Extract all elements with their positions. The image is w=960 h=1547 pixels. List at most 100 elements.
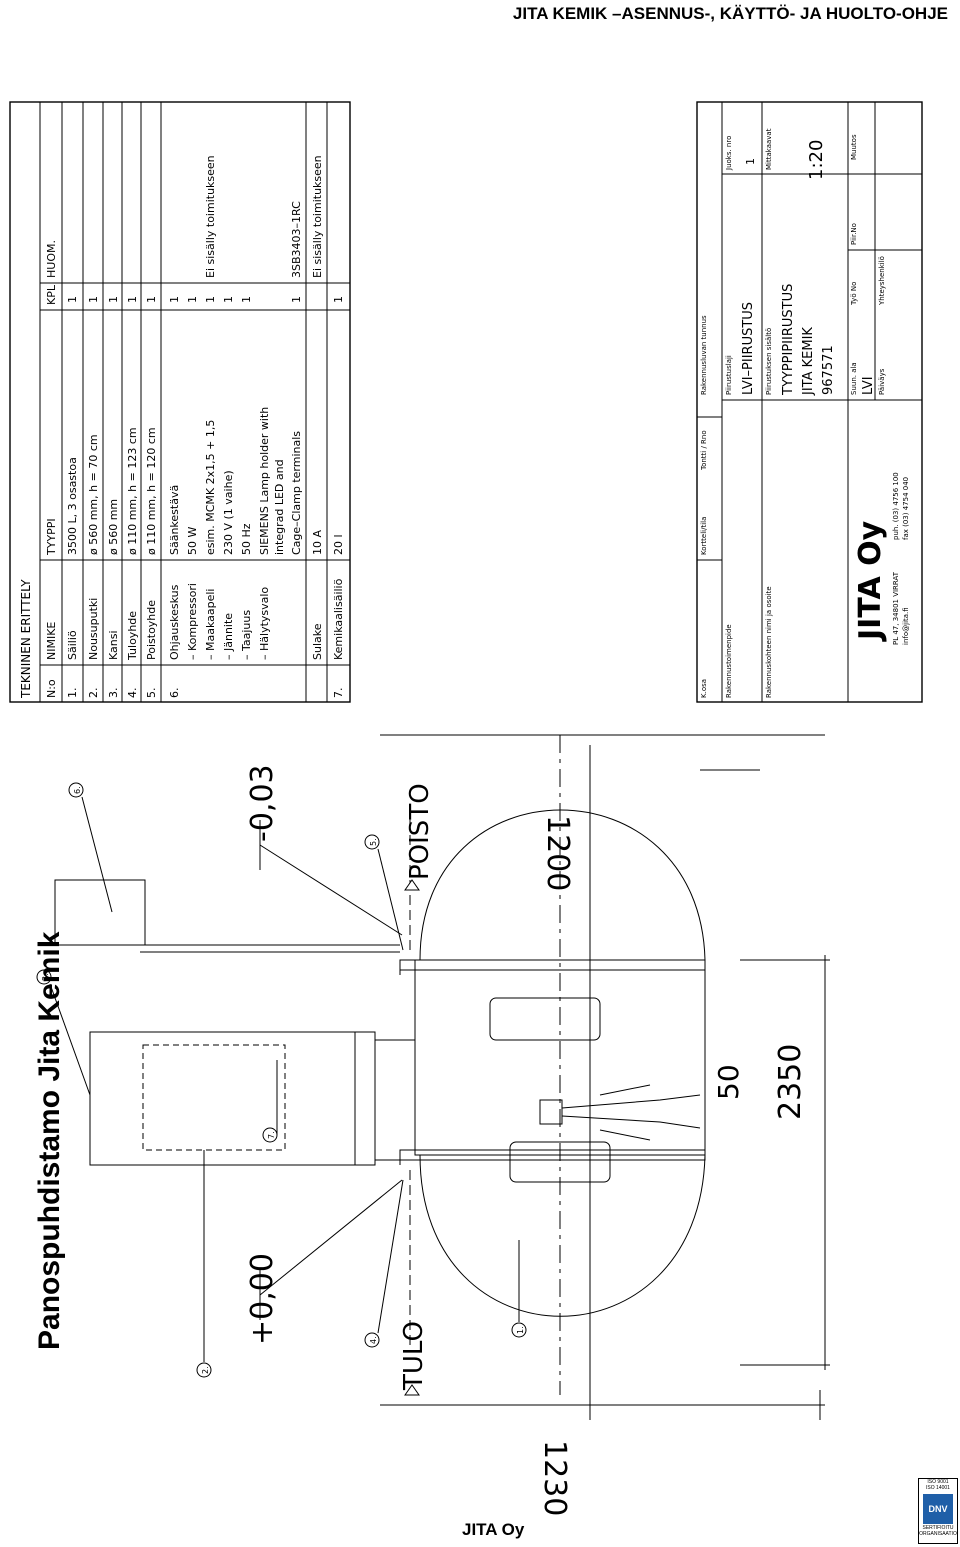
tb-juoks-label: Juoks. nro	[725, 136, 733, 171]
callout-1: 1.	[516, 1326, 525, 1334]
spec-cell-name: – Taajuus	[240, 610, 253, 660]
spec-cell-name: – Kompressori	[186, 583, 199, 660]
spec-cell-type: 20 l	[332, 534, 345, 555]
spec-cell-qty: 1	[66, 296, 79, 303]
spec-cell-name: Ohjauskeskus	[168, 584, 181, 660]
tb-mitta-label: Mittakaavat	[765, 128, 773, 170]
spec-cell-type: ø 110 mm, h = 123 cm	[126, 427, 139, 555]
spec-cell-type: SIEMENS Lamp holder with	[258, 407, 271, 555]
spec-cell-type: ø 560 mm, h = 70 cm	[87, 434, 100, 555]
cert-line-1: SERTIFIOITU	[922, 1525, 954, 1531]
tb-suun-ala-label: Suun. ala	[850, 362, 858, 395]
tb-sisalto-1: TYYPPIPIIRUSTUS	[781, 284, 796, 396]
spec-cell-name: Säiliö	[66, 630, 79, 660]
company-tel-2: fax (03) 4754 040	[902, 477, 910, 540]
tb-paivays: Päiväys	[878, 368, 886, 395]
spec-cell-type: ø 560 mm	[107, 499, 120, 555]
tank-drawing	[36, 734, 830, 1420]
spec-cell-name: Sulake	[311, 623, 324, 660]
spec-title: TEKNINEN ERITTELY	[19, 579, 33, 699]
spec-cell-qty: 1	[87, 296, 100, 303]
cert-iso-9001: ISO 9001	[927, 1479, 949, 1485]
tb-yhteys: Yhteyshenkilö	[878, 256, 886, 306]
spec-table-text: TEKNINEN ERITTELY N:o NIMIKE TYYPPI KPL …	[19, 240, 58, 699]
spec-rows: 1. Säiliö 3500 L, 3 osastoa 1 2. Nousuputki ø …	[66, 155, 345, 698]
spec-cell-qty: 1	[222, 296, 235, 303]
spec-cell-no: 2.	[87, 688, 100, 699]
spec-cell-name: Tuloyhde	[126, 611, 139, 661]
spec-cell-qty: 1	[240, 296, 253, 303]
callout-4: 4.	[369, 1336, 378, 1344]
spec-header-qty: KPL	[45, 284, 58, 305]
company-logo: JITA Oy	[853, 520, 888, 642]
tb-rak-tunnus: Rakennusluvan tunnus	[700, 315, 708, 395]
spec-cell-name: Nousuputki	[87, 598, 100, 660]
spec-cell-type: Cage–Clamp terminals	[290, 431, 303, 555]
callout-7: 7.	[267, 1131, 276, 1139]
spec-cell-note: Ei sisälly toimitukseen	[204, 155, 217, 278]
tb-kohde-label: Rakennuskohteen nimi ja osoite	[765, 586, 773, 698]
spec-cell-no: 1.	[66, 688, 79, 699]
spec-header-no: N:o	[45, 679, 58, 698]
tb-suun-ala: LVI	[861, 376, 876, 395]
cert-line-2: ORGANISAATIO	[919, 1531, 957, 1537]
spec-cell-qty: 1	[186, 296, 199, 303]
spec-cell-qty: 1	[204, 296, 217, 303]
spec-cell-type: 230 V (1 vaihe)	[222, 470, 235, 555]
tb-tyo-no: Työ No	[850, 282, 858, 306]
callout-6: 6.	[73, 786, 82, 794]
dim-1200: 1200	[540, 815, 575, 891]
document-footer: JITA Oy	[462, 1520, 525, 1539]
tb-tontti: Tontti / Rno	[700, 430, 708, 471]
spec-header-type: TYYPPI	[45, 518, 58, 556]
level-bottom: +0,00	[245, 1253, 280, 1345]
spec-cell-no: 6.	[168, 688, 181, 699]
spec-cell-qty: 1	[107, 296, 120, 303]
tb-rak-toimenpide: Rakennustoimenpide	[725, 624, 733, 698]
spec-cell-qty: 1	[290, 296, 303, 303]
tb-piirustuslaji: LVI–PIIRUSTUS	[741, 302, 756, 395]
cert-iso-14001: ISO 14001	[926, 1485, 950, 1491]
callout-2: 2.	[201, 1366, 210, 1374]
tb-mitta: 1:20	[806, 140, 827, 180]
dim-2350: 2350	[773, 1044, 808, 1120]
spec-cell-name: – Maakaapeli	[204, 589, 217, 661]
company-address-2: info@jita.fi	[902, 607, 910, 645]
spec-cell-qty: 1	[168, 296, 181, 303]
spec-cell-note: Ei sisälly toimitukseen	[311, 155, 324, 278]
tb-sisalto-2: JITA KEMIK	[801, 327, 816, 396]
company-address-1: PL 47, 34801 VIRRAT	[892, 571, 900, 645]
spec-header-note: HUOM.	[45, 240, 58, 278]
tb-sisalto-label: Piirustuksen sisältö	[765, 328, 773, 395]
spec-cell-qty: 1	[332, 296, 345, 303]
spec-cell-no: 5.	[145, 688, 158, 699]
spec-cell-no: 7.	[332, 688, 345, 699]
tb-kortteli: Kortteli/tila	[700, 517, 708, 555]
tb-muutos: Muutos	[850, 134, 858, 160]
callout-5: 5.	[369, 838, 378, 846]
drawing-labels: 1200 2350 1230 50 -0,03 +0,00 POISTO TUL…	[41, 764, 808, 1516]
spec-cell-no: 3.	[107, 688, 120, 699]
spec-cell-name: Poistoyhde	[145, 600, 158, 660]
spec-cell-note: 3SB3403–1RC	[290, 201, 303, 278]
spec-cell-name: Kemikaalisäiliö	[332, 578, 345, 660]
spec-table	[9, 101, 351, 703]
outlet-label: POISTO	[405, 783, 435, 880]
tb-kosa: K.osa	[700, 679, 708, 698]
certification-badge: ISO 9001 ISO 14001 DNV SERTIFIOITU ORGAN…	[918, 1478, 958, 1544]
spec-cell-no: 4.	[126, 688, 139, 699]
spec-cell-type: Säänkestävä	[168, 485, 181, 555]
spec-cell-type: 10 A	[311, 530, 324, 555]
cert-logo: DNV	[923, 1494, 953, 1524]
callout-3: 3.	[41, 973, 50, 981]
tb-piirustuslaji-label: Piirustuslaji	[725, 355, 733, 395]
tb-sisalto-3: 967571	[821, 345, 836, 395]
level-top: -0,03	[245, 764, 280, 842]
spec-cell-qty: 1	[145, 296, 158, 303]
title-block-text: K.osa Kortteli/tila Tontti / Rno Rakennu…	[700, 128, 910, 698]
spec-cell-type: integrad LED and	[273, 459, 286, 555]
spec-cell-type: 3500 L, 3 osastoa	[66, 457, 79, 555]
spec-header-name: NIMIKE	[45, 622, 58, 660]
dim-1230: 1230	[537, 1440, 572, 1516]
